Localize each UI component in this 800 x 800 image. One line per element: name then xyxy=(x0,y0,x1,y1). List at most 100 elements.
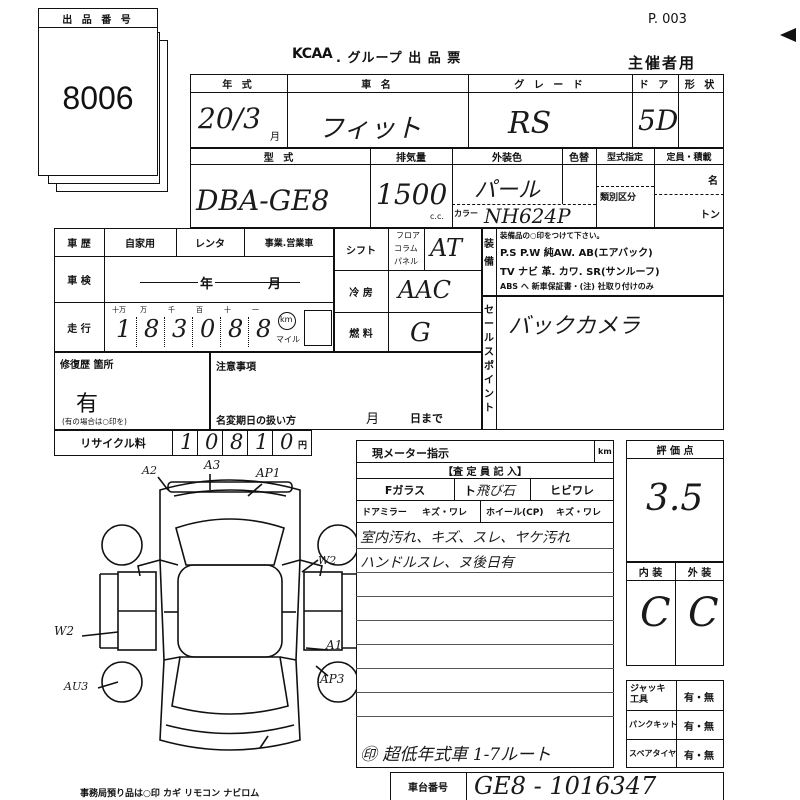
year-unit: 月 xyxy=(270,132,280,143)
damage-mark-au3: AU3 xyxy=(64,680,89,693)
f-glass-label: Fガラス xyxy=(384,483,426,497)
model-value: フィット xyxy=(318,114,422,144)
recycle-label: リサイクル料 xyxy=(80,437,146,450)
shift-opt-panel: パネル xyxy=(394,257,418,266)
interior-value: C xyxy=(640,590,671,636)
notes-label: 注意事項 xyxy=(216,362,256,373)
displacement-value: 1500 xyxy=(376,178,448,211)
year-value: 20/3 xyxy=(198,102,261,135)
inspection-year: 年 xyxy=(198,273,216,292)
damage-mark-a2: A2 xyxy=(142,464,157,477)
capacity-unit: 名 xyxy=(708,176,718,187)
mileage-unit-1: 万 xyxy=(140,306,147,314)
usage-label: 車 歴 xyxy=(67,239,91,250)
bottom-note: 事務局預り品は○印 カギ リモコン ナビロム xyxy=(80,789,260,799)
damage-mark-a3: A3 xyxy=(204,458,221,472)
equipment-block xyxy=(482,228,724,296)
lot-label: 出 品 番 号 xyxy=(39,9,157,28)
ext-color-label: 外装色 xyxy=(492,153,522,164)
door-mirror-opts: キズ・ワレ xyxy=(422,508,468,518)
sales-point-value: バックカメラ xyxy=(508,314,641,339)
type-value: DBA-GE8 xyxy=(196,184,330,217)
equipment-line3: ABS へ 新車保証書・(注) 社取り付けのみ xyxy=(500,282,654,291)
usage-private: 自家用 xyxy=(125,239,155,250)
recycle-digit-2: 8 xyxy=(230,430,244,454)
chassis-value: GE8 - 1016347 xyxy=(474,772,657,800)
score-value: 3.5 xyxy=(646,478,704,519)
load-unit: トン xyxy=(700,210,720,221)
form-title: . グループ 出 品 票 xyxy=(336,51,462,66)
usage-rental: レンタ xyxy=(195,239,225,250)
wheel-label: ホイール(CP) xyxy=(486,508,544,518)
color-code-value: NH624P xyxy=(484,204,571,228)
equipment-line2: TV ナビ 革. カワ. SR(サンルーフ) xyxy=(500,267,660,278)
score-block xyxy=(626,440,724,562)
mileage-unit-2: 千 xyxy=(168,306,175,314)
meter-unit: km xyxy=(598,447,612,456)
mileage-unit-4: 十 xyxy=(224,306,231,314)
type-label: 型 式 xyxy=(263,153,297,164)
lot-card: 出 品 番 号 8006 xyxy=(38,8,158,176)
chip-value: 飛び石 xyxy=(476,484,516,499)
mileage-digit-0: 1 xyxy=(116,315,132,343)
inspector-footer: ㊞ 超低年式車 1-7ルート xyxy=(360,745,552,765)
mileage-unit-0: 十万 xyxy=(112,306,126,314)
meter-label: 現メーター指示 xyxy=(372,447,449,460)
damage-mark-a1: A1 xyxy=(326,638,343,652)
exterior-value: C xyxy=(688,590,719,636)
inspection-strike xyxy=(140,282,300,283)
repair-value: 有 xyxy=(76,392,99,417)
chassis-label: 車台番号 xyxy=(408,782,448,794)
chassis-block xyxy=(390,772,724,800)
drive-block xyxy=(334,228,482,352)
history-block xyxy=(54,228,334,352)
damage-mark-ap1: AP1 xyxy=(256,466,281,480)
equipment-label: 装備 xyxy=(484,239,494,268)
inspector-block xyxy=(356,440,614,768)
mileage-km: km xyxy=(280,315,293,324)
repair-label: 修復歴 箇所 xyxy=(60,360,114,371)
door-label: ド ア xyxy=(638,80,672,91)
displacement-label: 排気量 xyxy=(396,153,426,164)
punch-mark xyxy=(780,28,796,42)
shape-label: 形 状 xyxy=(684,80,718,91)
repair-note: (有の場合は○印を) xyxy=(62,417,127,426)
recycle-digit-4: 0 xyxy=(280,430,294,454)
color-change-label: 色替 xyxy=(569,153,589,164)
fuel-label: 燃 料 xyxy=(349,329,373,340)
mileage-mile: マイル xyxy=(276,335,300,344)
door-mirror-label: ドアミラー xyxy=(362,508,407,518)
transfer-day: 日まで xyxy=(410,412,443,425)
mileage-digit-2: 3 xyxy=(172,315,188,343)
mileage-mile-box xyxy=(304,310,332,346)
recycle-digit-0: 1 xyxy=(180,430,194,454)
fuel-value: G xyxy=(410,318,431,348)
equipment-note: 装備品の○印をつけて下さい。 xyxy=(500,231,605,240)
wheel-opts: キズ・ワレ xyxy=(556,508,602,518)
mileage-digit-5: 8 xyxy=(256,315,272,343)
inspector-note-1: 室内汚れ、キズ、スレ、ヤケ汚れ xyxy=(360,530,571,546)
mileage-unit-5: 一 xyxy=(252,306,259,314)
chip-label: ト xyxy=(464,484,477,498)
damage-mark-ap3: AP3 xyxy=(320,672,345,686)
sales-point-label: セールスポイント xyxy=(484,305,494,414)
ac-label: 冷 房 xyxy=(349,288,373,299)
ext-color-value: パール xyxy=(474,178,541,203)
capacity-label: 定員・積載 xyxy=(666,153,712,163)
equipment-line1: P.S P.W 純AW. AB(エアバック) xyxy=(500,248,653,259)
damage-mark-w2-left: W2 xyxy=(54,624,74,638)
damage-mark-w2-right: W2 xyxy=(318,554,337,567)
page-number: P. 003 xyxy=(648,12,687,27)
recycle-digit-1: 0 xyxy=(205,430,219,454)
mileage-km-circle xyxy=(278,312,296,330)
crack-label: ヒビワレ xyxy=(550,483,594,497)
displacement-unit: c.c. xyxy=(430,212,444,221)
accessories-block xyxy=(626,680,724,768)
grade-label: グ レ ー ド xyxy=(514,80,586,91)
shift-opt-column: コラム xyxy=(394,244,418,253)
shift-label: シフト xyxy=(346,246,376,257)
shift-value: AT xyxy=(430,234,463,262)
grade-value: RS xyxy=(508,106,552,141)
accessory-jack-value: 有・無 xyxy=(684,693,714,704)
mileage-digit-4: 8 xyxy=(228,315,244,343)
